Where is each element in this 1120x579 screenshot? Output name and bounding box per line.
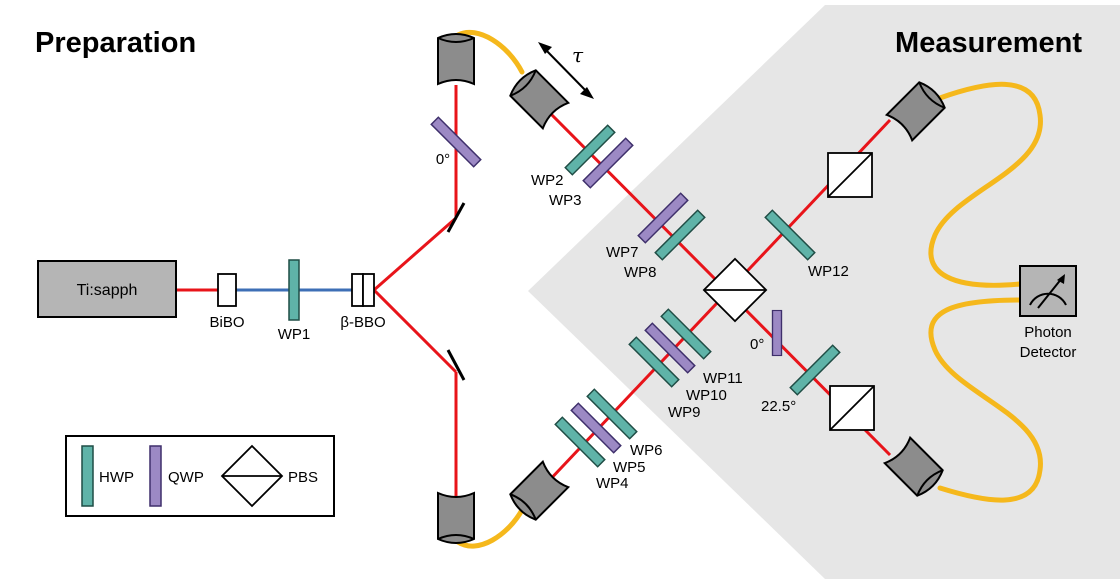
delay-arrow [538,42,594,99]
legend-qwp-label: QWP [168,469,204,486]
wp1-hwp [288,259,300,321]
measurement-region [528,5,1120,579]
legend-hwp-swatch [81,445,94,507]
legend-pbs-label: PBS [288,469,318,486]
fiber-detector-top [928,81,1043,288]
wp12-label: WP12 [808,263,849,280]
wp6-label: WP6 [630,442,663,459]
wp2-label: WP2 [531,172,564,189]
heading-measurement: Measurement [895,27,1082,59]
prep-angle-label: 0° [436,151,450,168]
legend-qwp-swatch [149,445,162,507]
beam-lower-arm [372,288,458,374]
coupler-prep-top [437,33,475,85]
heading-preparation: Preparation [35,27,196,59]
wp3-label: WP3 [549,192,582,209]
wp10-label: WP10 [686,387,727,404]
coupler-arm-top [506,66,570,130]
upper-pbs [827,152,873,198]
meas-hwp-angle-label: 22.5° [761,398,796,415]
fiber-bottom [455,507,525,549]
legend-pbs-swatch [220,444,284,508]
meas-qwp-angle-label: 0° [750,336,764,353]
detector-label-line1: Photon [1024,324,1072,341]
legend-hwp-label: HWP [99,469,134,486]
bibo-crystal [217,273,237,307]
wp11-label: WP11 [703,370,743,387]
fiber-top [455,29,525,75]
lower-pbs [829,385,875,431]
photon-detector [1019,265,1077,317]
fiber-detector-bottom [928,297,1043,503]
meas-qwp [771,309,783,357]
mirror-lower [446,349,466,381]
wp9-label: WP9 [668,404,701,421]
coupler-prep-bottom [437,492,475,544]
legend: HWP QWP PBS [65,435,335,517]
bbo-label: β-BBO [340,314,385,331]
ti-sapph-label: Ti:sapph [77,282,138,299]
wp7-label: WP7 [606,244,639,261]
mirror-upper [446,202,466,233]
beam-upper-arm [373,216,457,292]
bibo-label: BiBO [209,314,244,331]
wp8-label: WP8 [624,264,657,281]
bbo-crystal [351,273,375,307]
detector-label-line2: Detector [1020,344,1077,361]
optical-fibers [455,29,1043,549]
wp1-label: WP1 [278,326,311,343]
wp5-label: WP5 [613,459,646,476]
tau-label: τ [572,43,584,67]
ti-sapph-laser [37,260,177,318]
wp4-label: WP4 [596,475,629,492]
